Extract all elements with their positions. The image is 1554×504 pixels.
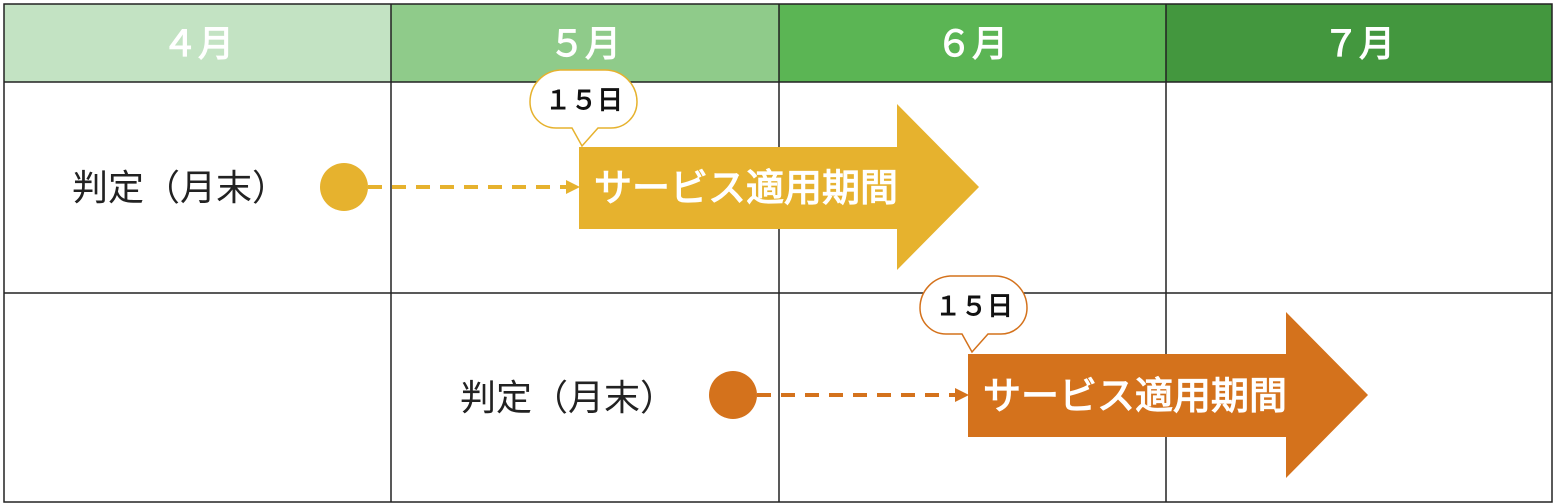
day-callout-text: １５日 [545, 86, 623, 116]
month-cell-june [779, 4, 1166, 82]
judgement-label: 判定（月末） [72, 168, 288, 209]
month-label-april: ４月 [162, 24, 234, 65]
connector-arrowhead [955, 388, 969, 402]
month-cell-july [1166, 4, 1552, 82]
month-cell-may [391, 4, 779, 82]
connector-arrowhead [566, 180, 580, 194]
service-period-label: サービス適用期間 [594, 166, 898, 210]
table-border [3, 3, 1553, 503]
month-label-june: ６月 [936, 24, 1008, 65]
judgement-dot [709, 371, 757, 419]
service-period-arrow [968, 312, 1368, 478]
timeline-row-1: 判定（月末） サービス適用期間 １５日 [72, 69, 979, 270]
day-callout-text: １５日 [935, 292, 1013, 322]
day-callout [529, 69, 638, 148]
month-cell-april [4, 4, 391, 82]
day-callout [919, 275, 1028, 354]
service-period-label: サービス適用期間 [983, 374, 1287, 418]
judgement-dot [320, 163, 368, 211]
service-period-arrow [579, 104, 979, 270]
month-label-july: ７月 [1323, 24, 1395, 65]
month-label-may: ５月 [549, 24, 621, 65]
timeline-row-2: 判定（月末） サービス適用期間 １５日 [460, 275, 1368, 478]
judgement-label: 判定（月末） [460, 378, 676, 419]
month-header: ４月 ５月 ６月 ７月 [4, 4, 1552, 82]
